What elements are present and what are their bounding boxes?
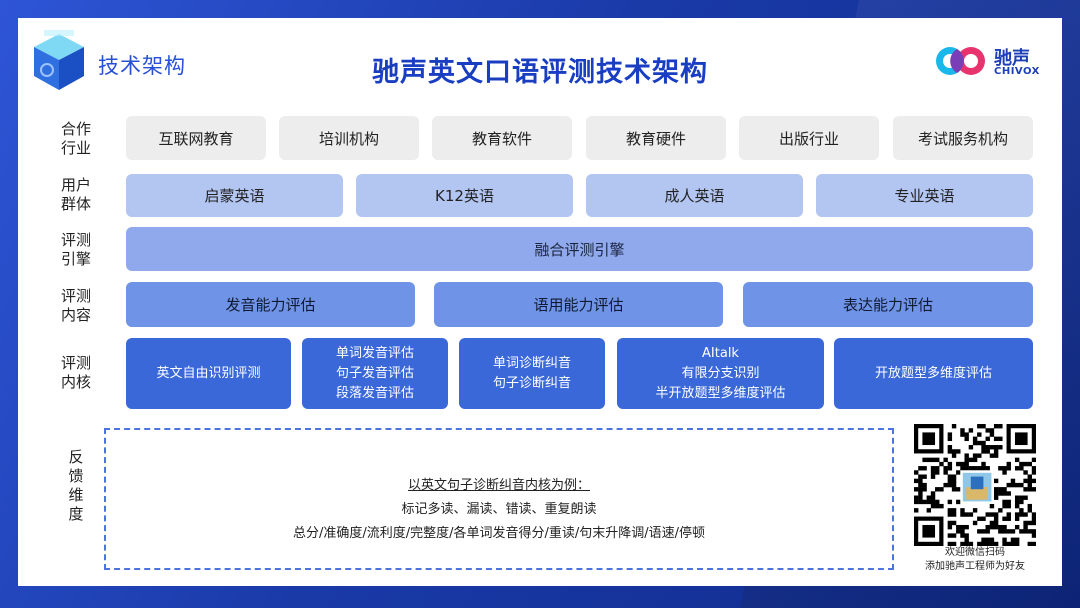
qr-caption-line: 欢迎微信扫码 xyxy=(945,547,1005,558)
row-label-core: 评测内核 xyxy=(60,354,91,391)
feedback-box: 以英文句子诊断纠音内核为例： 标记多读、漏读、错读、重复朗读 总分/准确度/流利… xyxy=(104,428,894,570)
row-label-feedback: 反馈维度 xyxy=(68,448,84,523)
feedback-title: 以英文句子诊断纠音内核为例： xyxy=(407,478,590,493)
feedback-text: 以英文句子诊断纠音内核为例： 标记多读、漏读、错读、重复朗读 总分/准确度/流利… xyxy=(106,474,892,546)
content-item: 语用能力评估 xyxy=(434,282,723,327)
industry-item: 培训机构 xyxy=(279,116,419,160)
user-group-item: 成人英语 xyxy=(586,174,803,217)
qr-code-icon xyxy=(914,424,1036,546)
core-item: 单词发音评估 句子发音评估 段落发音评估 xyxy=(302,338,448,409)
industry-item: 互联网教育 xyxy=(126,116,266,160)
cube-icon xyxy=(34,30,84,90)
core-item: 开放题型多维度评估 xyxy=(834,338,1033,409)
user-group-item: 启蒙英语 xyxy=(126,174,343,217)
user-group-item: K12英语 xyxy=(356,174,573,217)
core-item-line: 段落发音评估 xyxy=(335,385,414,401)
row-label-engine: 评测引擎 xyxy=(60,231,91,268)
core-item: AItalk 有限分支识别 半开放题型多维度评估 xyxy=(617,338,824,409)
row-label-users: 用户群体 xyxy=(60,176,91,213)
industry-item: 教育软件 xyxy=(432,116,572,160)
row-label-content: 评测内容 xyxy=(60,287,91,324)
qr-caption: 欢迎微信扫码 添加驰声工程师为好友 xyxy=(900,546,1050,574)
core-item-line: 句子诊断纠音 xyxy=(492,375,571,391)
feedback-line: 标记多读、漏读、错读、重复朗读 xyxy=(401,502,597,517)
content-item: 表达能力评估 xyxy=(743,282,1033,327)
core-item-line: 有限分支识别 xyxy=(681,365,760,381)
core-item-line: 英文自由识别评测 xyxy=(156,365,261,381)
qr-caption-line: 添加驰声工程师为好友 xyxy=(925,561,1025,572)
section-label: 技术架构 xyxy=(98,54,186,78)
core-item: 单词诊断纠音 句子诊断纠音 xyxy=(459,338,605,409)
feedback-line: 总分/准确度/流利度/完整度/各单词发音得分/重读/句末升降调/语速/停顿 xyxy=(292,526,706,541)
core-item-line: 句子发音评估 xyxy=(335,365,414,381)
logo-text-cn: 驰声 xyxy=(994,48,1030,69)
page-title: 驰声英文口语评测技术架构 xyxy=(372,57,708,88)
core-item-line: 半开放题型多维度评估 xyxy=(655,385,786,401)
industry-item: 出版行业 xyxy=(739,116,879,160)
industry-item: 考试服务机构 xyxy=(893,116,1033,160)
row-label-industry: 合作行业 xyxy=(60,120,91,157)
logo-text-en: CHIVOX xyxy=(994,66,1040,77)
core-item-line: 单词发音评估 xyxy=(335,345,414,361)
core-item-line: 开放题型多维度评估 xyxy=(874,365,992,381)
industry-item: 教育硬件 xyxy=(586,116,726,160)
core-item: 英文自由识别评测 xyxy=(126,338,291,409)
user-group-item: 专业英语 xyxy=(816,174,1033,217)
core-item-line: 单词诊断纠音 xyxy=(492,355,571,371)
chivox-logo-icon xyxy=(936,47,985,75)
core-item-line: AItalk xyxy=(702,345,739,361)
content-item: 发音能力评估 xyxy=(126,282,415,327)
chivox-logo: 驰声 CHIVOX xyxy=(934,44,1044,80)
engine-item: 融合评测引擎 xyxy=(126,227,1033,271)
